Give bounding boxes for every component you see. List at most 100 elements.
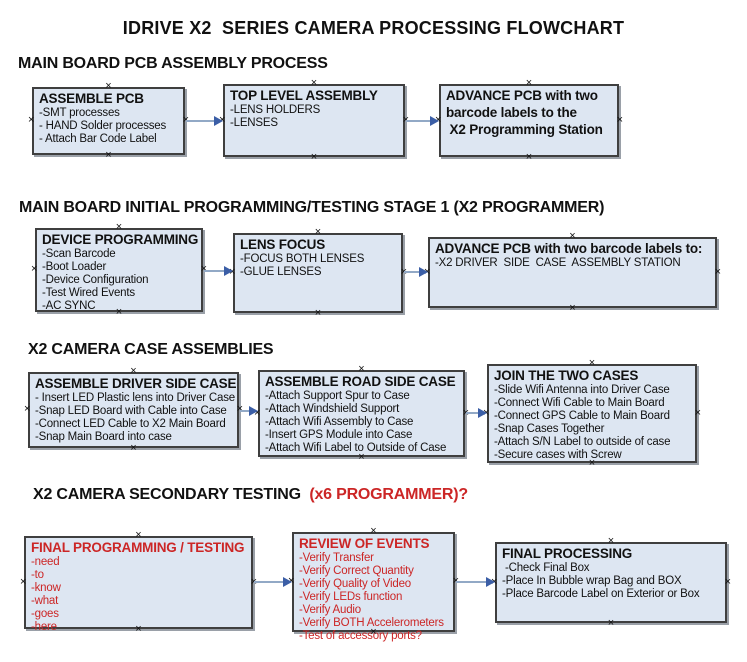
connection-handle-icon — [695, 409, 701, 418]
box-item: - Insert LED Plastic lens into Driver Ca… — [35, 392, 235, 404]
connection-handle-icon — [311, 153, 317, 162]
box-item: -Verify Transfer — [299, 552, 374, 564]
connection-handle-icon — [315, 228, 321, 237]
arrowhead-icon — [214, 116, 223, 126]
connection-handle-icon — [135, 625, 141, 634]
connection-handle-icon — [358, 365, 364, 374]
box-item: -Device Configuration — [42, 274, 149, 286]
box-item: -AC SYNC — [42, 300, 96, 312]
connection-handle-icon — [358, 453, 364, 462]
section-heading-secondary-testing: X2 CAMERA SECONDARY TESTING (x6 PROGRAMM… — [33, 486, 468, 504]
box-item: -FOCUS BOTH LENSES — [240, 253, 365, 265]
connection-handle-icon — [725, 578, 731, 587]
box-item: -Secure cases with Screw — [494, 449, 622, 461]
box-item: -X2 DRIVER SIDE CASE ASSEMBLY STATION — [435, 257, 681, 269]
box-item: -Check Final Box — [502, 562, 590, 574]
box-item: -Verify Audio — [299, 604, 361, 616]
box-title: ASSEMBLE ROAD SIDE CASE — [265, 374, 456, 389]
flow-box-final-processing: FINAL PROCESSING -Check Final Box -Place… — [495, 542, 727, 623]
arrowhead-icon — [430, 116, 439, 126]
connection-handle-icon — [28, 116, 34, 125]
page-title: IDRIVE X2 SERIES CAMERA PROCESSING FLOWC… — [122, 18, 625, 38]
box-title: ASSEMBLE PCB — [39, 91, 144, 106]
box-item: -Verify Correct Quantity — [299, 565, 414, 577]
box-item: -to — [31, 569, 44, 581]
box-item: -Attach Support Spur to Case — [265, 390, 410, 402]
connection-handle-icon — [569, 304, 575, 313]
arrow-line — [204, 270, 226, 272]
connection-handle-icon — [370, 628, 376, 637]
section-heading-pcb-assembly: MAIN BOARD PCB ASSEMBLY PROCESS — [18, 55, 328, 72]
connection-handle-icon — [311, 79, 317, 88]
arrow-line — [406, 120, 432, 122]
box-item: -what — [31, 595, 59, 607]
connection-handle-icon — [31, 265, 37, 274]
box-item: - Attach Bar Code Label — [39, 133, 157, 145]
flow-box-assemble-pcb: ASSEMBLE PCB -SMT processes - HAND Solde… — [32, 87, 185, 155]
connection-handle-icon — [370, 527, 376, 536]
connection-handle-icon — [608, 619, 614, 628]
box-item: - HAND Solder processes — [39, 120, 167, 132]
box-item: -Snap LED Board with Cable into Case — [35, 405, 227, 417]
flow-box-top-level-assembly: TOP LEVEL ASSEMBLY -LENS HOLDERS -LENSES — [223, 84, 405, 157]
arrowhead-icon — [419, 267, 428, 277]
arrow-line — [404, 271, 421, 273]
box-title: LENS FOCUS — [240, 237, 326, 252]
box-item: -Place Barcode Label on Exterior or Box — [502, 588, 700, 600]
connection-handle-icon — [135, 531, 141, 540]
arrowhead-icon — [486, 577, 495, 587]
heading-black-part: X2 CAMERA SECONDARY TESTING — [33, 486, 306, 503]
flow-box-final-programming-testing: FINAL PROGRAMMING / TESTING -need -to -k… — [24, 536, 253, 633]
box-item: -Verify Quality of Video — [299, 578, 411, 590]
flow-box-device-programming: DEVICE PROGRAMMING -Scan Barcode -Boot L… — [35, 228, 203, 312]
box-title: DEVICE PROGRAMMING — [42, 232, 199, 247]
flow-box-assemble-road-side-case: ASSEMBLE ROAD SIDE CASE -Attach Support … — [258, 370, 465, 457]
box-item: -Boot Loader — [42, 261, 107, 273]
connection-handle-icon — [130, 444, 136, 453]
connection-handle-icon — [608, 537, 614, 546]
box-item: -know — [31, 582, 61, 594]
flow-box-advance-pcb-programming-station: ADVANCE PCB with two barcode labels to t… — [439, 84, 619, 157]
box-title: FINAL PROGRAMMING / TESTING — [31, 540, 245, 555]
box-title: FINAL PROCESSING — [502, 546, 633, 561]
connection-handle-icon — [24, 405, 30, 414]
flow-box-join-the-two-cases: JOIN THE TWO CASES -Slide Wifi Antenna i… — [487, 364, 697, 463]
box-item: -LENSES — [230, 117, 278, 129]
box-item: -goes — [31, 608, 59, 620]
box-title: JOIN THE TWO CASES — [494, 368, 639, 383]
box-item: -Test Wired Events — [42, 287, 135, 299]
box-item: -Attach Wifi Assembly to Case — [265, 416, 414, 428]
box-item: -Connect GPS Cable to Main Board — [494, 410, 670, 422]
arrow-line — [254, 581, 285, 583]
connection-handle-icon — [589, 459, 595, 468]
connection-handle-icon — [116, 308, 122, 317]
connection-handle-icon — [589, 359, 595, 368]
box-title: TOP LEVEL ASSEMBLY — [230, 88, 378, 103]
connection-handle-icon — [105, 82, 111, 91]
box-item: -Scan Barcode — [42, 248, 116, 260]
arrowhead-icon — [249, 406, 258, 416]
box-item: -Attach Windshield Support — [265, 403, 400, 415]
box-item: -Slide Wifi Antenna into Driver Case — [494, 384, 670, 396]
heading-red-part: (x6 PROGRAMMER)? — [305, 486, 468, 503]
section-heading-initial-programming: MAIN BOARD INITIAL PROGRAMMING/TESTING S… — [19, 199, 605, 216]
connection-handle-icon — [526, 79, 532, 88]
box-item: -here — [31, 621, 57, 633]
box-title: ASSEMBLE DRIVER SIDE CASE — [35, 376, 237, 391]
arrowhead-icon — [478, 408, 487, 418]
box-title: REVIEW OF EVENTS — [299, 536, 430, 551]
connection-handle-icon — [569, 232, 575, 241]
box-item: -Place In Bubble wrap Bag and BOX — [502, 575, 682, 587]
connection-handle-icon — [315, 309, 321, 318]
connection-handle-icon — [105, 151, 111, 160]
connection-handle-icon — [715, 268, 721, 277]
box-item: -SMT processes — [39, 107, 120, 119]
arrowhead-icon — [283, 577, 292, 587]
connection-handle-icon — [526, 153, 532, 162]
arrow-line — [186, 120, 216, 122]
box-item: -Connect Wifi Cable to Main Board — [494, 397, 665, 409]
box-item: -Snap Cases Together — [494, 423, 605, 435]
box-item: -Attach S/N Label to outside of case — [494, 436, 671, 448]
flow-box-assemble-driver-side-case: ASSEMBLE DRIVER SIDE CASE - Insert LED P… — [28, 372, 239, 448]
arrowhead-icon — [224, 266, 233, 276]
